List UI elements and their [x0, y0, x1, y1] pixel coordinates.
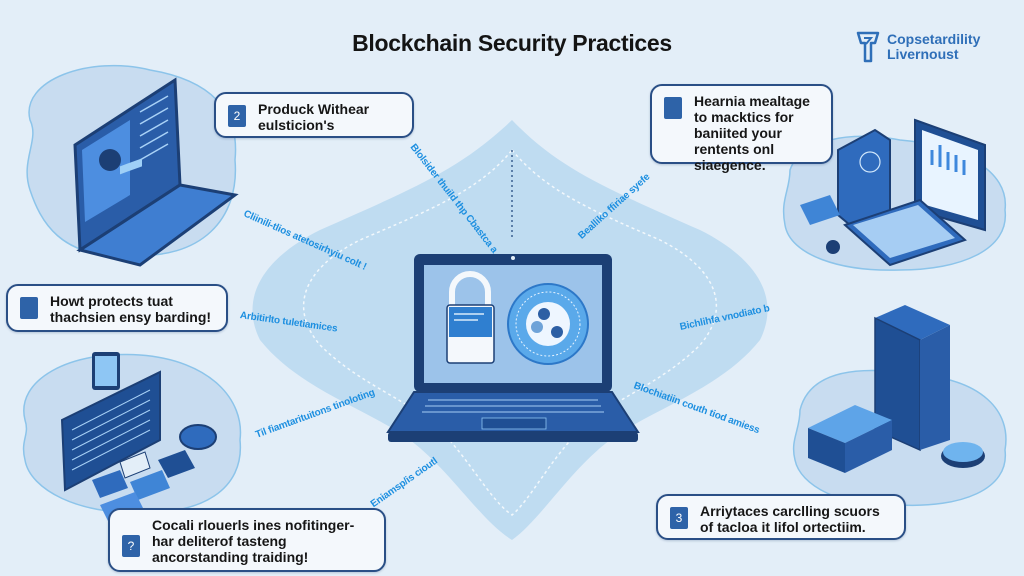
callout-text: Hearnia mealtage to macktics for baniite…	[694, 93, 810, 173]
callout-learning: Hearnia mealtage to macktics for baniite…	[650, 84, 833, 173]
laptop-illustration	[73, 77, 239, 267]
callout-number: ?	[122, 535, 140, 557]
callout-trading: ? Cocali rlouerls ines nofitinger-har de…	[108, 508, 386, 572]
callout-number: 3	[670, 507, 688, 529]
logo-line-2: Livernoust	[887, 46, 959, 62]
callout-strategies: 3 Arriytaces carclling scuors of tacloa …	[656, 494, 906, 540]
brand-logo: Copsetardility Livernoust	[855, 30, 980, 64]
blockchain-coin-icon	[507, 283, 589, 365]
padlock-icon	[446, 271, 495, 364]
callout-text: Produck Withear eulsticion's	[258, 101, 370, 133]
key-shield-icon	[856, 31, 880, 63]
callout-number	[20, 297, 38, 319]
callout-text: Cocali rlouerls ines nofitinger-har deli…	[152, 517, 355, 565]
page-title: Blockchain Security Practices	[352, 30, 672, 56]
callout-text: Arriytaces carclling scuors of tacloa it…	[700, 503, 880, 535]
callout-text: Howt protects tuat thachsien ensy bardin…	[50, 293, 212, 325]
server-monitor-illustration	[800, 118, 986, 267]
callout-number: 2	[228, 105, 246, 127]
callout-product: 2 Produck Withear eulsticion's	[214, 92, 414, 138]
callout-protection: Howt protects tuat thachsien ensy bardin…	[6, 284, 228, 332]
logo-line-1: Copsetardility	[887, 31, 981, 47]
server-tower-illustration	[808, 305, 985, 473]
callout-number	[664, 97, 682, 119]
central-laptop	[386, 254, 640, 442]
